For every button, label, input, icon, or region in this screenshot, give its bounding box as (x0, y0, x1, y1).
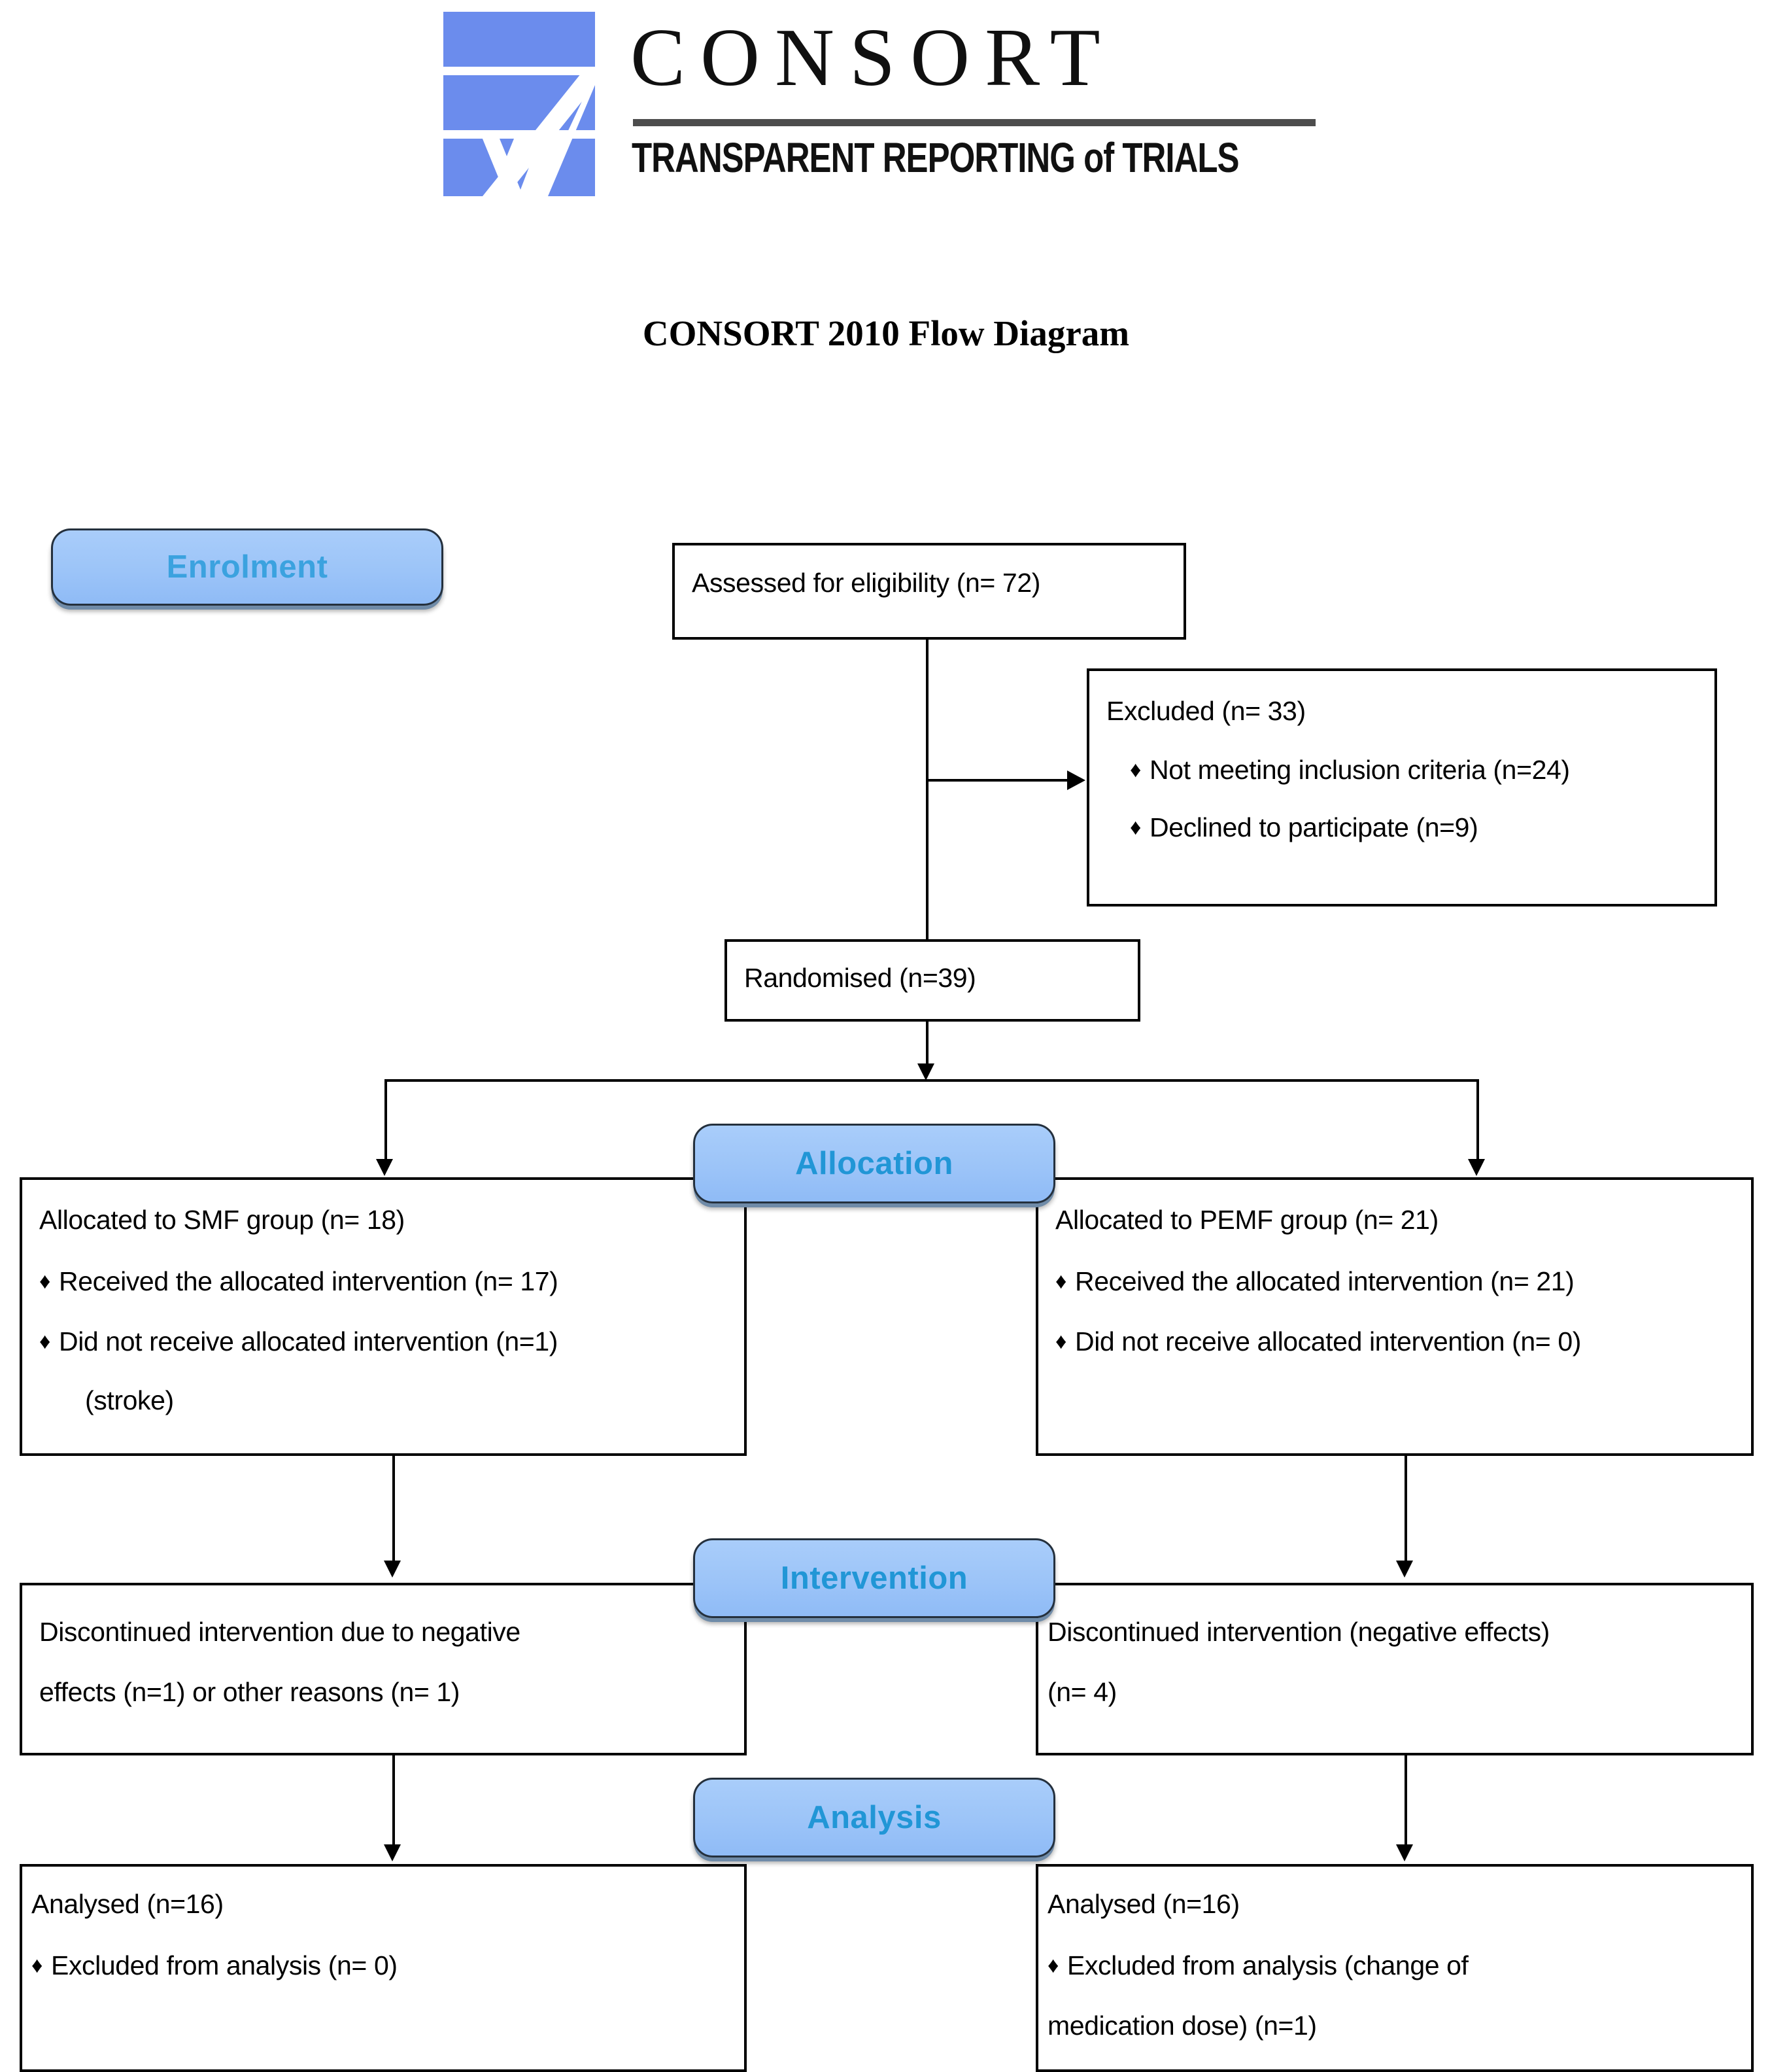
excluded-bullet-1: ♦ Not meeting inclusion criteria (n=24) (1130, 755, 1705, 785)
interv-right-line-2: (n= 4) (1048, 1677, 1117, 1707)
consort-tagline: TRANSPARENT REPORTING of TRIALS (632, 134, 1240, 181)
analysis-right-bullet-1: ♦ Excluded from analysis (change of (1048, 1950, 1742, 1980)
stage-label-intervention: Intervention (780, 1561, 968, 1596)
excluded-heading: Excluded (n= 33) (1106, 696, 1306, 726)
bullet-diamond-icon: ♦ (39, 1329, 51, 1354)
analysis-left-bullet-1-text: Excluded from analysis (n= 0) (51, 1950, 398, 1980)
bullet-diamond-icon: ♦ (1130, 815, 1142, 840)
alloc-right-bullet-2-text: Did not receive allocated intervention (… (1075, 1326, 1581, 1356)
alloc-right-heading: Allocated to PEMF group (n= 21) (1055, 1205, 1439, 1235)
analysis-left-bullet-1: ♦ Excluded from analysis (n= 0) (31, 1950, 735, 1980)
stage-label-enrolment: Enrolment (166, 549, 328, 585)
alloc-right-bullet-1: ♦ Received the allocated intervention (n… (1055, 1266, 1742, 1296)
alloc-right-bullet-1-text: Received the allocated intervention (n= … (1075, 1266, 1575, 1296)
node-allocated-pemf: Allocated to PEMF group (n= 21) ♦ Receiv… (1036, 1177, 1754, 1456)
connector-assessed-to-randomised (926, 640, 929, 941)
excluded-bullet-2-text: Declined to participate (n=9) (1150, 812, 1478, 842)
interv-left-line-2: effects (n=1) or other reasons (n= 1) (39, 1677, 460, 1707)
interv-right-line-1: Discontinued intervention (negative effe… (1048, 1617, 1550, 1647)
node-excluded: Excluded (n= 33) ♦ Not meeting inclusion… (1087, 668, 1717, 907)
alloc-left-bullet-1-text: Received the allocated intervention (n= … (59, 1266, 558, 1296)
analysis-right-heading: Analysed (n=16) (1048, 1889, 1240, 1919)
node-discontinued-pemf: Discontinued intervention (negative effe… (1036, 1583, 1754, 1755)
node-assessed-for-eligibility: Assessed for eligibility (n= 72) (672, 543, 1186, 640)
interv-left-line-1: Discontinued intervention due to negativ… (39, 1617, 520, 1647)
excluded-bullet-2: ♦ Declined to participate (n=9) (1130, 812, 1705, 842)
excluded-bullet-1-text: Not meeting inclusion criteria (n=24) (1150, 755, 1570, 785)
consort-wordmark: CONSORT (630, 12, 1116, 103)
arrowhead-to-interv-left-icon (384, 1561, 401, 1578)
consort-logo-mark-icon (443, 12, 595, 196)
arrowhead-to-excluded-icon (1067, 770, 1085, 790)
randomised-text: Randomised (n=39) (744, 963, 976, 993)
connector-alloc-right-to-interv (1405, 1456, 1407, 1568)
alloc-left-sub-text: (stroke) (85, 1385, 174, 1415)
arrowhead-to-analysis-left-icon (384, 1844, 401, 1861)
connector-randomised-down (926, 1022, 929, 1067)
alloc-left-heading: Allocated to SMF group (n= 18) (39, 1205, 405, 1235)
connector-split-horizontal (384, 1079, 1479, 1082)
stage-label-allocation: Allocation (795, 1146, 953, 1181)
node-analysed-smf: Analysed (n=16) ♦ Excluded from analysis… (20, 1864, 747, 2072)
analysis-left-heading: Analysed (n=16) (31, 1889, 224, 1919)
consort-logo: CONSORT TRANSPARENT REPORTING of TRIALS (443, 9, 1320, 199)
arrowhead-to-alloc-left-icon (376, 1159, 393, 1176)
node-randomised: Randomised (n=39) (724, 939, 1140, 1022)
assessed-text: Assessed for eligibility (n= 72) (692, 568, 1040, 598)
alloc-left-bullet-2: ♦ Did not receive allocated intervention… (39, 1326, 735, 1356)
checkmark-icon (483, 71, 595, 196)
alloc-left-bullet-2-text: Did not receive allocated intervention (… (59, 1326, 558, 1356)
connector-interv-right-to-analysis (1405, 1755, 1407, 1852)
connector-assessed-to-excluded (926, 779, 1071, 782)
arrowhead-to-analysis-right-icon (1396, 1844, 1413, 1861)
connector-interv-left-to-analysis (392, 1755, 395, 1852)
bullet-diamond-icon: ♦ (1048, 1953, 1059, 1978)
stage-badge-allocation: Allocation (693, 1124, 1055, 1203)
alloc-right-bullet-2: ♦ Did not receive allocated intervention… (1055, 1326, 1742, 1356)
connector-split-left-down (384, 1079, 387, 1167)
node-analysed-pemf: Analysed (n=16) ♦ Excluded from analysis… (1036, 1864, 1754, 2072)
bullet-diamond-icon: ♦ (39, 1269, 51, 1294)
stage-badge-enrolment: Enrolment (51, 528, 443, 606)
arrowhead-to-interv-right-icon (1396, 1561, 1413, 1578)
arrowhead-to-alloc-right-icon (1468, 1159, 1485, 1176)
page-title: CONSORT 2010 Flow Diagram (642, 313, 1130, 353)
stage-badge-intervention: Intervention (693, 1538, 1055, 1618)
node-discontinued-smf: Discontinued intervention due to negativ… (20, 1583, 747, 1755)
bullet-diamond-icon: ♦ (1055, 1329, 1067, 1354)
logo-divider (633, 119, 1316, 126)
bullet-diamond-icon: ♦ (1130, 757, 1142, 782)
analysis-right-bullet-1-cont: medication dose) (n=1) (1048, 2011, 1317, 2041)
bullet-diamond-icon: ♦ (1055, 1269, 1067, 1294)
alloc-left-bullet-1: ♦ Received the allocated intervention (n… (39, 1266, 735, 1296)
arrowhead-randomised-split-icon (917, 1063, 934, 1080)
node-allocated-smf: Allocated to SMF group (n= 18) ♦ Receive… (20, 1177, 747, 1456)
connector-split-right-down (1476, 1079, 1479, 1167)
analysis-right-bullet-1-text: Excluded from analysis (change of (1067, 1950, 1469, 1980)
stage-label-analysis: Analysis (807, 1800, 942, 1835)
connector-alloc-left-to-interv (392, 1456, 395, 1568)
stage-badge-analysis: Analysis (693, 1778, 1055, 1857)
bullet-diamond-icon: ♦ (31, 1953, 43, 1978)
